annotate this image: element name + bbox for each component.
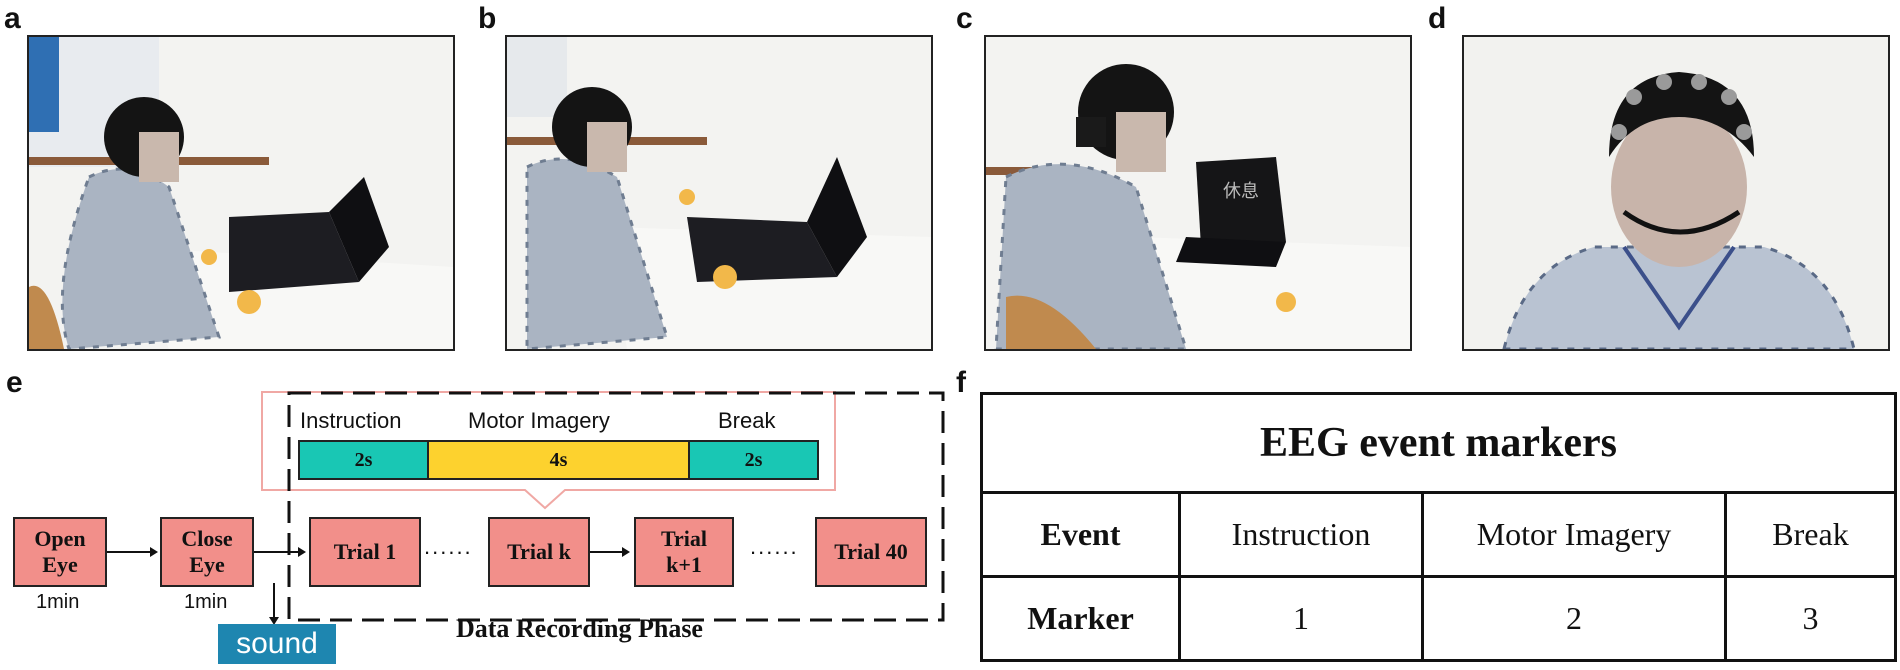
table-header-motor-imagery: Motor Imagery	[1421, 491, 1727, 578]
timeline-label-motor-imagery: Motor Imagery	[468, 408, 610, 433]
panel-letter-b: b	[478, 2, 497, 35]
trial-1-box: Trial 1	[309, 517, 421, 587]
open-eye-duration: 1min	[36, 591, 80, 613]
trial-40-box: Trial 40	[815, 517, 927, 587]
panel-letter-a: a	[4, 2, 21, 35]
laptop-screen-text: 休息	[1223, 181, 1259, 202]
table-cell-marker-motor-imagery: 2	[1421, 575, 1727, 662]
panel-letter-e: e	[6, 366, 23, 399]
flow-connectors	[107, 391, 945, 625]
ellipsis-dots-2: ......	[750, 534, 799, 559]
close-eye-duration: 1min	[184, 591, 228, 613]
close-eye-box: Close Eye	[160, 517, 254, 587]
photo-c: 休息	[984, 35, 1412, 351]
panel-letter-c: c	[956, 2, 973, 35]
data-recording-phase-label: Data Recording Phase	[456, 614, 703, 643]
trial-k-box: Trial k	[488, 517, 590, 587]
photo-a	[27, 35, 455, 351]
open-eye-box: Open Eye	[13, 517, 107, 587]
panel-letter-f: f	[956, 366, 966, 399]
timeline-label-instruction: Instruction	[300, 408, 402, 433]
ellipsis-dots-1: ......	[424, 534, 473, 559]
table-header-event: Event	[980, 491, 1181, 578]
panel-letter-d: d	[1428, 2, 1447, 35]
table-cell-marker-instruction: 1	[1178, 575, 1424, 662]
table-row-marker-label: Marker	[980, 575, 1181, 662]
sound-label: sound	[218, 624, 336, 664]
timeline-label-break: Break	[718, 408, 776, 433]
timeline-segment-instruction: 2s	[298, 440, 429, 480]
photo-d	[1462, 35, 1890, 351]
table-title: EEG event markers	[980, 392, 1897, 494]
table-header-break: Break	[1724, 491, 1897, 578]
trial-k-plus-1-box: Trial k+1	[634, 517, 734, 587]
timeline-segment-motor-imagery: 4s	[427, 440, 690, 480]
photo-b	[505, 35, 933, 351]
table-cell-marker-break: 3	[1724, 575, 1897, 662]
table-header-instruction: Instruction	[1178, 491, 1424, 578]
eeg-event-markers-table: EEG event markers Event Instruction Moto…	[980, 392, 1897, 662]
timeline-segment-break: 2s	[688, 440, 819, 480]
